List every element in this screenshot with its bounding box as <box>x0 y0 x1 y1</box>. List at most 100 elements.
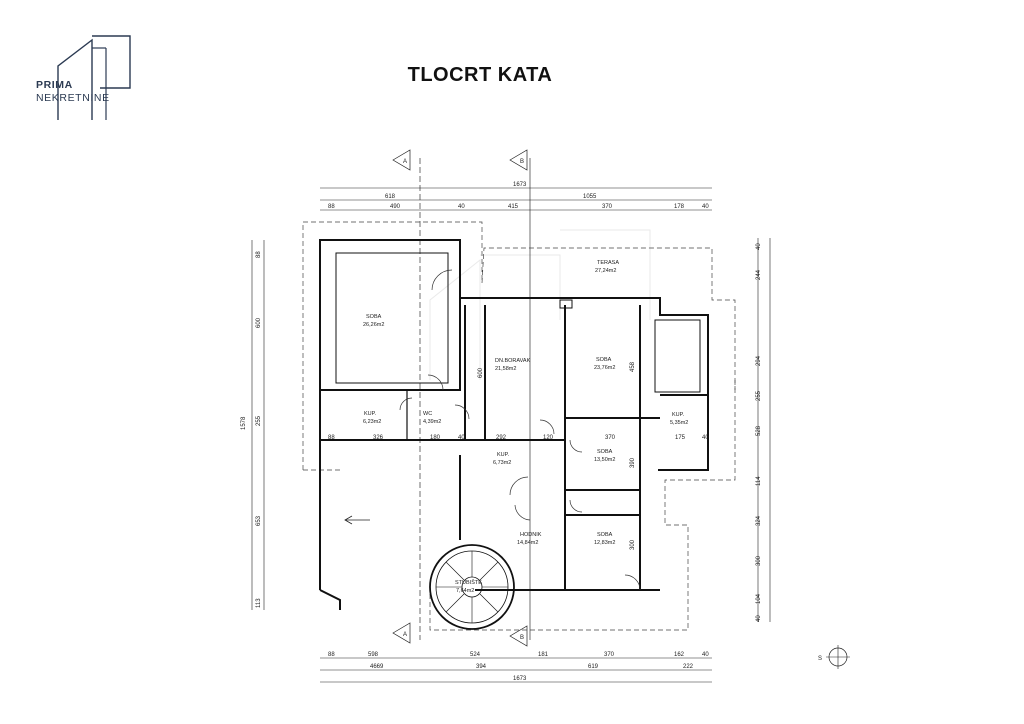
dim-top-mid-0: 618 <box>385 194 396 200</box>
north-symbol: S <box>818 645 850 669</box>
door-swings <box>399 269 641 591</box>
dim-top-detail-0: 88 <box>328 204 335 210</box>
section-a-bottom-marker <box>392 622 411 644</box>
walls <box>319 239 709 610</box>
room-kup-2-name: KUP. <box>497 452 510 458</box>
section-b-bottom-label: B <box>520 635 524 641</box>
dim-bottom-mid-3: 222 <box>683 664 694 670</box>
dim-bottom-total: 1673 <box>513 676 527 682</box>
dim-right-detail-3: 255 <box>756 390 762 401</box>
dim-top-detail-2: 40 <box>458 204 465 210</box>
dim-inner-misc-0: 600 <box>478 367 484 378</box>
dim-inner-5: 120 <box>543 435 554 441</box>
dim-top-detail-3: 415 <box>508 204 519 210</box>
room-labels: SOBA 26,26m2 TERASA 27,24m2 DN.BORAVAK 2… <box>363 260 688 594</box>
room-soba-3-name: SOBA <box>597 449 613 455</box>
section-a-bottom-label: A <box>403 632 407 638</box>
dim-inner-misc-1: 458 <box>630 361 636 372</box>
room-stubiste-name: STUBIŠTE <box>455 579 482 586</box>
room-soba-1-name: SOBA <box>366 314 382 320</box>
logo-line-1: PRIMA <box>36 79 73 91</box>
dim-left-detail-0: 88 <box>256 251 262 258</box>
dim-left-detail-2: 255 <box>256 415 262 426</box>
section-a-top-label: A <box>403 159 407 165</box>
dim-bottom-detail-4: 370 <box>604 652 615 658</box>
dim-inner-misc-3: 300 <box>630 539 636 550</box>
dim-bottom-mid-2: 619 <box>588 664 599 670</box>
direction-arrow <box>344 515 370 525</box>
section-b-top-marker <box>509 149 528 171</box>
logo-mark <box>57 35 131 120</box>
dim-left-total: 1578 <box>241 416 247 430</box>
section-b-top-label: B <box>520 159 524 165</box>
dim-right-detail-6: 324 <box>756 515 762 526</box>
dim-right-detail-7: 300 <box>756 555 762 566</box>
watermark <box>429 229 651 380</box>
dim-inner-1: 326 <box>373 435 384 441</box>
room-kup-3-area: 5,35m2 <box>670 420 688 426</box>
room-kup-1-name: KUP. <box>364 411 377 417</box>
dim-top-detail-6: 40 <box>702 204 709 210</box>
spiral-staircase <box>429 544 515 630</box>
right-dimension-lines <box>757 238 771 622</box>
room-soba-2-area: 23,76m2 <box>594 365 615 371</box>
room-stubiste-area: 7,64m2 <box>456 588 474 594</box>
page-title: TLOCRT KATA <box>407 64 553 86</box>
room-kup-2-area: 6,73m2 <box>493 460 511 466</box>
dim-inner-8: 40 <box>702 435 709 441</box>
dim-right-detail-9: 40 <box>756 615 762 622</box>
room-hodnik-area: 14,84m2 <box>517 540 538 546</box>
dim-left-detail-3: 653 <box>256 515 262 526</box>
top-dimension-lines <box>320 187 712 211</box>
dim-top-mid-1: 1055 <box>583 194 597 200</box>
dim-bottom-detail-5: 162 <box>674 652 685 658</box>
room-hodnik-name: HODNIK <box>520 532 542 538</box>
room-soba-1-area: 26,26m2 <box>363 322 384 328</box>
dim-inner-misc-2: 390 <box>630 457 636 468</box>
section-lines <box>419 158 531 640</box>
room-wc-area: 4,39m2 <box>423 419 441 425</box>
dim-left-detail-1: 600 <box>256 317 262 328</box>
logo-line-2: NEKRETNINE <box>36 92 110 104</box>
dim-inner-4: 292 <box>496 435 507 441</box>
dim-inner-6: 370 <box>605 435 616 441</box>
room-soba-3-area: 13,50m2 <box>594 457 615 463</box>
room-dnevni-area: 21,58m2 <box>495 366 516 372</box>
dim-top-total: 1673 <box>513 182 527 188</box>
dim-bottom-detail-2: 524 <box>470 652 481 658</box>
section-a-top-marker <box>392 149 411 171</box>
dim-right-detail-5: 114 <box>756 476 762 486</box>
dim-left-detail-4: 113 <box>256 598 262 608</box>
dim-bottom-mid-1: 394 <box>476 664 487 670</box>
dim-bottom-detail-6: 40 <box>702 652 709 658</box>
dim-top-detail-5: 178 <box>674 204 685 210</box>
room-terasa-area: 27,24m2 <box>595 268 616 274</box>
room-kup-1-area: 6,23m2 <box>363 419 381 425</box>
dim-right-detail-2: 294 <box>756 355 762 366</box>
dim-inner-3: 40 <box>458 435 465 441</box>
dim-right-detail-1: 244 <box>756 269 762 280</box>
dashed-outlines <box>302 221 736 631</box>
section-markers: A B A B <box>392 149 528 647</box>
dim-top-detail-4: 370 <box>602 204 613 210</box>
dim-bottom-detail-1: 598 <box>368 652 379 658</box>
section-b-bottom-marker <box>509 625 528 647</box>
room-soba-4-area: 12,83m2 <box>594 540 615 546</box>
dim-right-detail-0: 40 <box>756 243 762 250</box>
north-symbol-label: S <box>818 656 822 662</box>
dim-inner-0: 88 <box>328 435 335 441</box>
dim-inner-7: 175 <box>675 435 686 441</box>
room-kup-3-name: KUP. <box>672 412 685 418</box>
room-terasa-name: TERASA <box>597 260 619 266</box>
room-wc-name: WC <box>423 411 432 417</box>
dim-right-detail-8: 104 <box>756 593 762 604</box>
dim-bottom-detail-3: 181 <box>538 652 549 658</box>
dim-top-detail-1: 490 <box>390 204 401 210</box>
dim-right-detail-4: 528 <box>756 425 762 436</box>
room-soba-4-name: SOBA <box>597 532 613 538</box>
dim-inner-2: 180 <box>430 435 441 441</box>
left-dimension-lines <box>251 240 265 610</box>
dim-bottom-detail-0: 88 <box>328 652 335 658</box>
dim-bottom-mid-0: 4669 <box>370 664 384 670</box>
